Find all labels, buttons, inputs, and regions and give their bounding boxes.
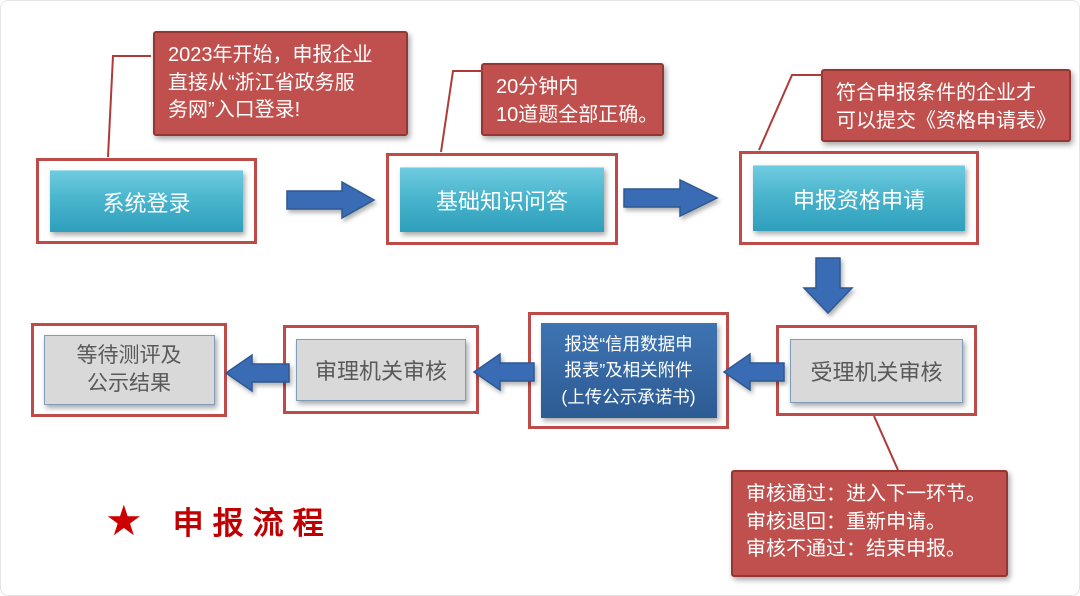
step-qualification: 申报资格申请 — [753, 165, 965, 231]
callout-qualification-note-line: 符合申报条件的企业才 — [836, 82, 1036, 104]
step-quiz-label: 基础知识问答 — [435, 188, 568, 214]
step-quiz-frame: 基础知识问答 — [386, 153, 618, 245]
connector-review-note — [873, 415, 899, 471]
step-wait-results-frame: 等待测评及 公示结果 — [31, 323, 227, 417]
step-login: 系统登录 — [50, 170, 243, 232]
callout-review-note-line: 审核通过：进入下一环节。 — [746, 483, 986, 505]
step-submit-data-line: (上传公示承诺书) — [561, 386, 696, 407]
step-login-label: 系统登录 — [102, 190, 191, 216]
arrow-authority-to-wait — [224, 353, 290, 393]
star-icon: ★ — [105, 496, 143, 544]
flow-title-label: 申报流程 — [172, 506, 333, 542]
connector-qualification-note — [758, 74, 823, 151]
callout-qualification-note-line: 可以提交《资格申请表》 — [836, 109, 1056, 132]
step-wait-results-line: 等待测评及 — [76, 343, 182, 367]
step-wait-results: 等待测评及 公示结果 — [43, 335, 215, 405]
step-submit-data-line: 报送“信用数据申 — [564, 334, 693, 355]
step-submit-data-frame: 报送“信用数据申 报表”及相关附件 (上传公示承诺书) — [528, 312, 729, 429]
arrow-acceptance-to-submit — [722, 352, 785, 392]
step-login-frame: 系统登录 — [36, 158, 257, 244]
step-submit-data-line: 报表”及相关附件 — [564, 360, 693, 381]
callout-login-note-line: 2023年开始，申报企业 — [168, 44, 373, 66]
step-acceptance-review-frame: 受理机关审核 — [776, 325, 977, 416]
step-wait-results-line: 公示结果 — [87, 372, 171, 395]
callout-review-note: 审核通过：进入下一环节。 审核退回：重新申请。 审核不通过：结束申报。 — [731, 470, 1008, 577]
arrow-submit-to-authority — [472, 352, 535, 392]
arrow-quiz-to-qualification — [623, 178, 719, 218]
step-qualification-label: 申报资格申请 — [792, 187, 925, 213]
callout-quiz-note: 20分钟内 10道题全部正确。 — [481, 63, 664, 136]
step-authority-review-frame: 审理机关审核 — [283, 325, 479, 414]
connector-login-note — [107, 55, 151, 158]
callout-review-note-line: 审核不通过：结束申报。 — [746, 538, 966, 561]
step-authority-review: 审理机关审核 — [296, 338, 466, 401]
flow-title: ★ 申报流程 — [105, 498, 333, 543]
step-qualification-frame: 申报资格申请 — [739, 151, 979, 245]
arrow-login-to-quiz — [286, 180, 376, 220]
step-acceptance-review: 受理机关审核 — [790, 338, 963, 403]
callout-quiz-note-line: 10道题全部正确。 — [496, 103, 659, 126]
callout-quiz-note-line: 20分钟内 — [496, 76, 579, 98]
callout-qualification-note: 符合申报条件的企业才 可以提交《资格申请表》 — [821, 69, 1071, 142]
connector-quiz-note — [440, 70, 483, 153]
step-acceptance-review-label: 受理机关审核 — [810, 359, 943, 385]
step-authority-review-label: 审理机关审核 — [314, 358, 447, 384]
callout-login-note: 2023年开始，申报企业 直接从“浙江省政务服 务网”入口登录! — [153, 31, 408, 136]
arrow-qualification-to-acceptance — [802, 257, 854, 315]
callout-login-note-line: 直接从“浙江省政务服 — [168, 71, 355, 94]
step-submit-data: 报送“信用数据申 报表”及相关附件 (上传公示承诺书) — [540, 323, 717, 418]
callout-review-note-line: 审核退回：重新申请。 — [746, 510, 946, 533]
callout-login-note-line: 务网”入口登录! — [168, 99, 301, 122]
step-quiz: 基础知识问答 — [400, 166, 604, 232]
